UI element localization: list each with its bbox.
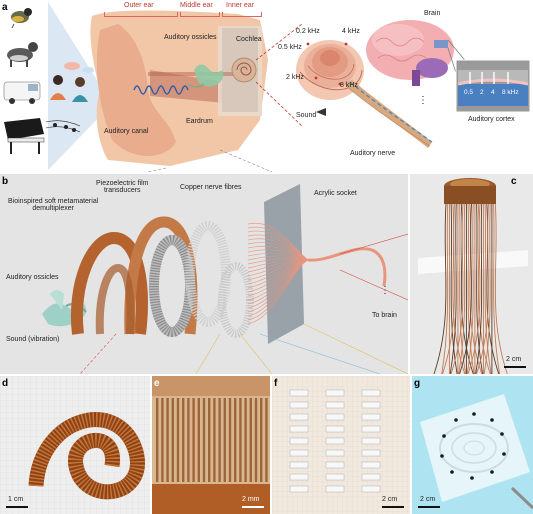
auditory-ossicles-label: Auditory ossicles (164, 34, 217, 41)
acrylic-socket-plate (420, 394, 530, 502)
outer-ear-label: Outer ear (124, 2, 154, 9)
ossicles-label: Auditory ossicles (6, 274, 59, 281)
auditory-cortex-label: Auditory cortex (468, 116, 515, 123)
scale-bar-c (504, 366, 526, 368)
panel-d: d 1 cm (0, 376, 150, 514)
brain-label: Brain (424, 10, 441, 17)
piano-icon (4, 118, 45, 154)
cortex-value-2: 2 (480, 89, 484, 96)
scale-bar-e (242, 506, 264, 508)
sound-vibration-label: Sound (vibration) (6, 336, 60, 343)
auditory-canal-label: Auditory canal (104, 128, 149, 135)
cochlea-label: Cochlea (236, 36, 262, 43)
scale-label-f: 2 cm (382, 496, 398, 503)
scale-bar-f (382, 506, 404, 508)
panel-b: b Bioinspired soft metamaterial demultip… (0, 174, 408, 374)
panel-c: c 2 cm (410, 174, 533, 374)
freq-02-label: 0.2 kHz (296, 28, 320, 35)
van-icon (3, 81, 41, 104)
middle-ear-label: Middle ear (180, 2, 213, 9)
scale-label-c: 2 cm (506, 356, 522, 363)
scale-bar-g (418, 506, 440, 508)
tweezer (510, 486, 533, 510)
piezo-transducer-ring (149, 221, 254, 338)
scale-bar-d (6, 506, 28, 508)
panel-g: g 2 cm (412, 376, 533, 514)
to-brain-label: To brain (372, 312, 397, 319)
panel-a: a Outer ear Middle ear Inner ear Auditor… (0, 0, 533, 172)
middle-ear-bracket (180, 12, 220, 17)
panel-label-d: d (2, 378, 9, 389)
scale-label-d: 1 cm (8, 496, 24, 503)
brain-shape (366, 20, 454, 86)
panel-a-illustration (3, 2, 531, 172)
freq-05-label: 0.5 kHz (278, 44, 302, 51)
panel-label-g: g (414, 378, 421, 389)
inner-ear-label: Inner ear (226, 2, 255, 9)
copper-fibres (247, 222, 309, 325)
eardrum-label: Eardrum (186, 118, 213, 125)
freq-2-label: 2 kHz (286, 74, 304, 81)
auditory-canal-wave (133, 85, 189, 95)
auditory-nerve-label: Auditory nerve (350, 150, 396, 157)
hole-markings (440, 412, 506, 480)
brain-lead-ellipsis: ⋮ (380, 285, 390, 296)
ear-cross-section (90, 10, 268, 166)
panel-e: e 2 mm (152, 376, 270, 514)
panel-f: f 2 cm (272, 376, 410, 514)
wire-bundle (433, 203, 508, 374)
music-notes-icon (45, 120, 81, 133)
cortex-value-05: 0.5 (464, 89, 474, 96)
panel-label-f: f (274, 378, 278, 389)
piezo-film-array (289, 389, 381, 493)
panel-c-photo (418, 178, 528, 374)
people-icon (50, 62, 94, 102)
cortex-value-4: 4 (491, 89, 495, 96)
scale-label-g: 2 cm (420, 496, 436, 503)
dog-icon (7, 42, 38, 67)
bird-icon (11, 8, 32, 29)
panel-label-e: e (154, 378, 160, 389)
panel-label-a: a (2, 2, 8, 13)
metamaterial-slits (156, 398, 268, 482)
auditory-nerve-bundle (344, 80, 432, 148)
ossicles-shape (194, 64, 224, 87)
panel-e-photo (152, 376, 270, 514)
sound-label: Sound (296, 112, 317, 119)
acrylic-socket-label: Acrylic socket (314, 190, 357, 197)
freq-4-label: 4 kHz (342, 28, 360, 35)
outer-ear-bracket (104, 12, 178, 17)
demultiplexer-label: Bioinspired soft metamaterial demultiple… (8, 198, 99, 213)
cochlea-shape (231, 57, 257, 83)
cortex-value-8: 8 kHz (502, 89, 519, 96)
panel-g-photo (420, 394, 533, 510)
piezo-label: Piezoelectric film transducers (96, 180, 149, 195)
copper-fibres-label: Copper nerve fibres (180, 184, 242, 191)
panel-d-photo (0, 376, 150, 514)
freq-8-label: 8 kHz (340, 82, 358, 89)
panel-b-illustration (42, 184, 408, 374)
panel-label-b: b (2, 176, 9, 187)
panel-label-c: c (511, 176, 517, 187)
panel-f-photo (272, 376, 410, 514)
inner-ear-bracket (222, 12, 262, 17)
scale-label-e: 2 mm (242, 496, 260, 503)
brain-ellipsis: ⋮ (418, 95, 428, 106)
